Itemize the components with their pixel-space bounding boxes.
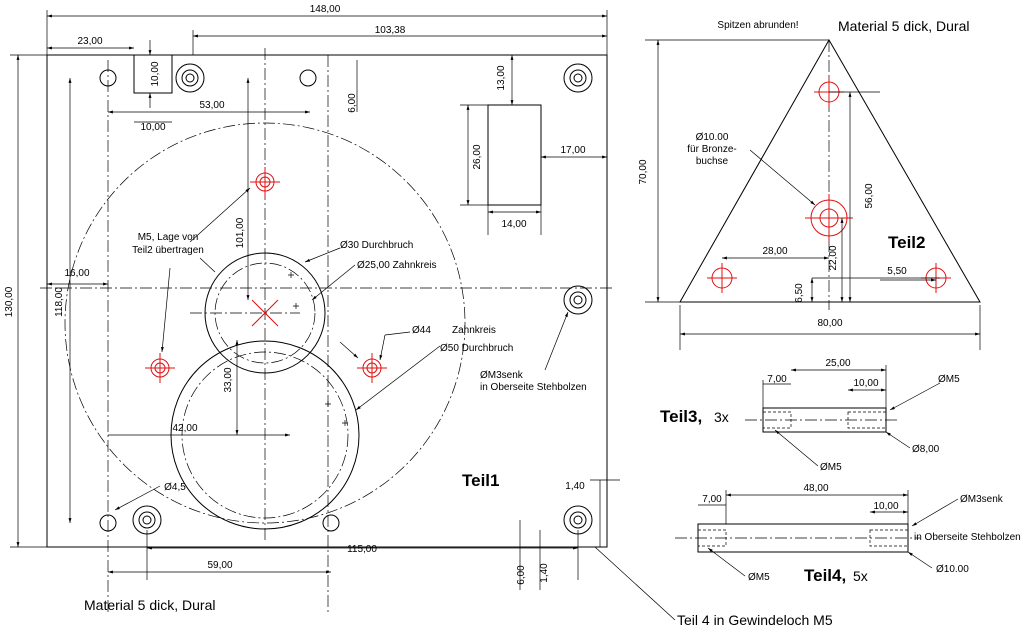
note-o44: Ø44: [412, 325, 431, 336]
teil4-label: Teil4,: [804, 566, 846, 585]
teil4-m5: ØM5: [748, 572, 770, 583]
dim-26: 26,00: [472, 144, 483, 169]
teil1-texts: 148,00 103,38 23,00 10,00 10,00 53,00 6,…: [4, 4, 587, 613]
teil2-dim-70: 70,00: [638, 159, 649, 184]
teil1-material: Material 5 dick, Dural: [84, 597, 216, 613]
dim-10a: 10,00: [150, 61, 161, 86]
dim-140b: 1,40: [565, 481, 585, 492]
dim-101: 101,00: [235, 217, 246, 248]
teil2-label: Teil2: [888, 233, 925, 252]
dim-42: 42,00: [172, 423, 197, 434]
dim-33: 33,00: [223, 367, 234, 392]
teil4-dim-7: 7,00: [702, 494, 722, 505]
dim-53: 53,00: [199, 100, 224, 111]
teil1-label: Teil1: [462, 471, 499, 490]
dim-17: 17,00: [560, 145, 585, 156]
dim-10b: 10,00: [140, 122, 165, 133]
dim-14: 14,00: [501, 219, 526, 230]
teil2-material: Material 5 dick, Dural: [838, 18, 970, 34]
teil4-count: 5x: [853, 568, 868, 584]
teil3-d8: Ø8,00: [912, 444, 940, 455]
teil4-part: [675, 490, 959, 577]
note-zahnkreis: Zahnkreis: [452, 325, 496, 336]
teil4-dim-10: 10,00: [873, 501, 898, 512]
note-m5-lage-1: M5, Lage von: [138, 232, 199, 243]
teil3-dim-7: 7,00: [767, 374, 787, 385]
teil2-dim-56: 56,00: [864, 183, 875, 208]
teil2-triangle: [645, 38, 981, 350]
dim-103: 103,38: [375, 25, 406, 36]
dim-130: 130,00: [4, 286, 15, 317]
note-o30: Ø30 Durchbruch: [340, 240, 413, 251]
dim-6a: 6,00: [347, 93, 358, 113]
teil3-m5-b: ØM5: [820, 462, 842, 473]
dim-148: 148,00: [310, 4, 341, 15]
dim-59: 59,00: [207, 560, 232, 571]
teil2-dim-550: 5,50: [887, 266, 907, 277]
teil3-m5-a: ØM5: [938, 374, 960, 385]
teil2-dim-650: 6,50: [794, 283, 805, 303]
teil2-spitzen: Spitzen abrunden!: [717, 20, 798, 31]
note-o50: Ø50 Durchbruch: [440, 343, 513, 354]
note-o25: Ø25,00 Zahnkreis: [357, 260, 437, 271]
dim-23: 23,00: [77, 36, 102, 47]
teil3-dim-25: 25,00: [825, 358, 850, 369]
teil4-d10: Ø10.00: [936, 564, 969, 575]
teil3-part: [745, 365, 941, 467]
teil4-gewinde-note: Teil 4 in Gewindeloch M5: [677, 612, 833, 628]
dim-13: 13,00: [496, 65, 507, 90]
teil2-dim-28: 28,00: [762, 246, 787, 257]
teil3-texts: 7,00 25,00 10,00 ØM5 ØM5 Ø8,00 Teil3, 3x: [660, 358, 960, 473]
dim-45: Ø4,5: [164, 482, 186, 493]
note-m5-lage-2: Teil2 übertragen: [132, 245, 204, 256]
teil2-bush-3: buchse: [696, 156, 729, 167]
note-m3senk-2: in Oberseite Stehbolzen: [480, 382, 587, 393]
teil2-texts: Spitzen abrunden! Material 5 dick, Dural…: [638, 18, 970, 329]
dim-140a: 1,40: [539, 563, 550, 583]
teil4-stehbolzen: in Oberseite Stehbolzen: [914, 532, 1021, 543]
teil2-bush-1: Ø10.00: [696, 132, 729, 143]
teil3-label: Teil3,: [660, 407, 702, 426]
teil2-dim-22: 22,00: [828, 245, 839, 270]
teil2-dim-80: 80,00: [817, 318, 842, 329]
teil1-plate: [40, 48, 612, 612]
teil3-dim-10: 10,00: [853, 378, 878, 389]
dim-6b: 6,00: [516, 565, 527, 585]
teil4-texts: 7,00 48,00 10,00 ØM3senk in Oberseite St…: [677, 483, 1021, 628]
teil4-m3senk: ØM3senk: [960, 494, 1004, 505]
dim-115: 115,00: [347, 544, 377, 555]
dim-16: 16,00: [64, 268, 89, 279]
teil4-dim-48: 48,00: [803, 483, 828, 494]
note-m3senk-1: ØM3senk: [480, 370, 524, 381]
teil2-bush-2: für Bronze-: [687, 144, 736, 155]
dim-118: 118,00: [54, 287, 65, 317]
teil1-dimensions: [10, 10, 676, 621]
teil3-count: 3x: [714, 409, 729, 425]
